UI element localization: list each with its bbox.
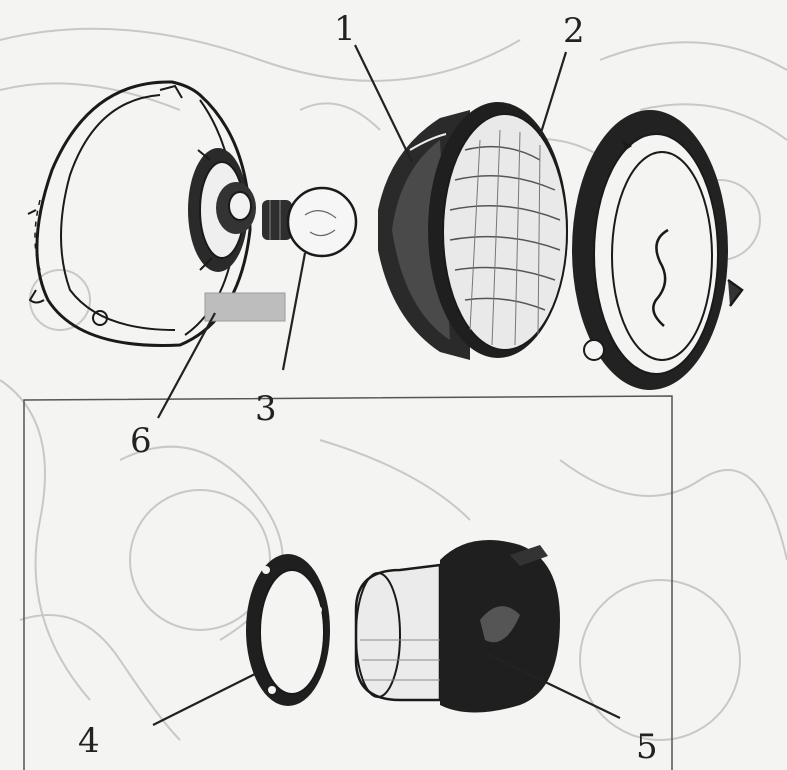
gasket-ring [246,554,330,706]
retaining-rim [572,110,744,390]
callout-2: 2 [563,11,585,51]
leader-6 [157,312,216,419]
inset-frame [23,395,673,770]
callout-5: 5 [636,727,658,767]
lens-pattern [449,129,561,346]
bulb-holder [188,148,256,272]
rear-cap [354,540,560,713]
leader-1 [354,44,413,163]
callout-6: 6 [130,421,152,461]
callout-4: 4 [78,721,100,761]
highlight-label-box [204,292,286,322]
bulb [262,186,358,258]
leader-4 [152,673,256,726]
leader-lines [152,44,621,726]
leader-3 [281,252,307,371]
leader-5 [486,653,621,719]
callout-1: 1 [334,9,356,49]
leader-2 [538,51,568,137]
callout-3: 3 [255,389,277,429]
reflector-lens-unit [378,102,568,360]
